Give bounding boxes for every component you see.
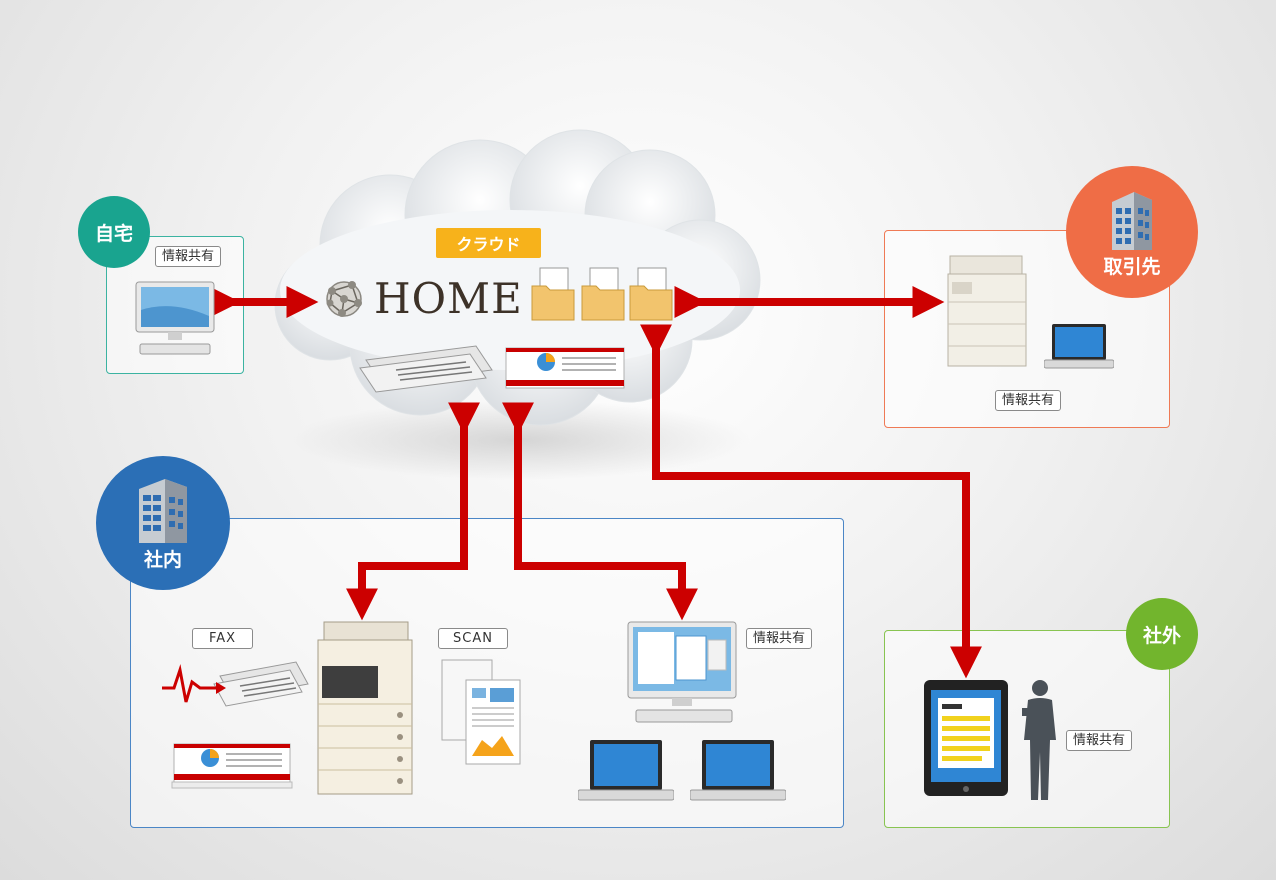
- fax-tag: FAX: [192, 628, 254, 649]
- office-copier-icon: [317, 621, 413, 795]
- scan-tag: SCAN: [438, 628, 508, 649]
- printed-documents-icon: [171, 743, 293, 789]
- home-share-tag: 情報共有: [155, 246, 222, 267]
- tablet-icon: [924, 680, 1008, 796]
- office-location-badge: 社内: [96, 456, 230, 590]
- shared-folders-icon: [531, 267, 673, 321]
- scanned-documents-icon: [441, 659, 521, 765]
- laptop-icon: [690, 740, 786, 801]
- home-service-name: HOME: [374, 274, 523, 323]
- laptop-icon: [1044, 324, 1114, 369]
- cloud-label: クラウド: [436, 228, 541, 258]
- fax-document-icon: [162, 661, 309, 707]
- home-logo: HOME: [322, 276, 523, 322]
- partner-location-badge: 取引先: [1066, 166, 1198, 298]
- office-share-tag: 情報共有: [746, 628, 813, 649]
- office-desktop-computer-icon: [627, 621, 737, 723]
- business-person-icon: [1022, 680, 1056, 800]
- multifunction-printer-icon: [947, 255, 1027, 367]
- office-building-icon: [139, 478, 187, 543]
- laptop-icon: [578, 740, 674, 801]
- cloud-documents-icon: [359, 345, 625, 393]
- network-globe-icon: [326, 281, 362, 317]
- outside-share-tag: 情報共有: [1066, 730, 1133, 751]
- office-location-label: 社内: [143, 548, 182, 571]
- arrow-cloud-tablet: [640, 324, 982, 679]
- outside-location-badge: 社外: [1126, 598, 1198, 670]
- partner-location-label: 取引先: [1103, 255, 1161, 278]
- office-building-icon: [1112, 191, 1152, 250]
- partner-share-tag: 情報共有: [995, 390, 1062, 411]
- desktop-computer-icon: [135, 281, 215, 355]
- home-location-badge: 自宅: [78, 196, 150, 268]
- arrow-cloud-copier: [346, 402, 480, 621]
